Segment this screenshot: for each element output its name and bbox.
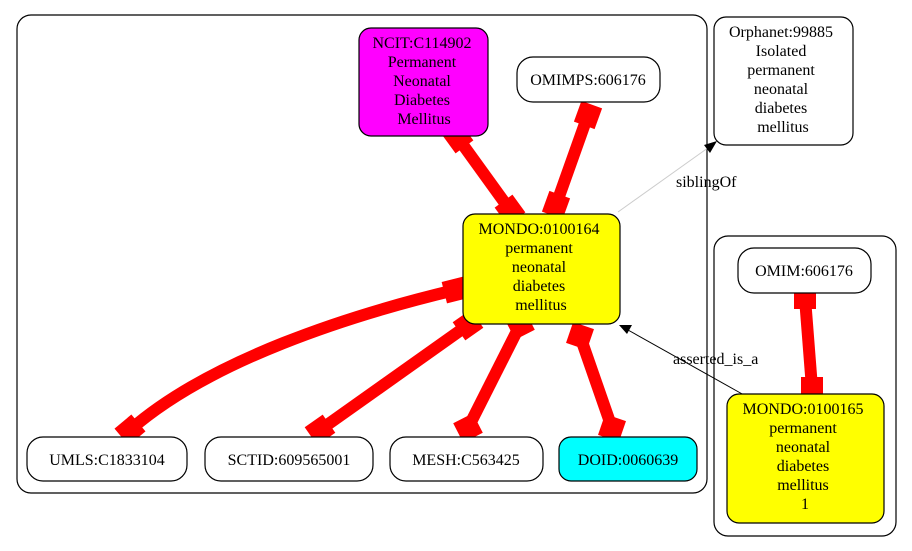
node-orphanet[interactable]: Orphanet:99885 Isolated permanent neonat…: [713, 16, 854, 146]
asserted-is-a-edge: [619, 325, 745, 396]
svg-text:OMIMPS:606176: OMIMPS:606176: [530, 72, 646, 89]
node-omim[interactable]: OMIM:606176: [737, 247, 872, 294]
node-omimps[interactable]: OMIMPS:606176: [516, 56, 661, 103]
sibling-of-label: siblingOf: [676, 174, 737, 191]
node-mondo-child[interactable]: MONDO:0100165 permanent neonatal diabete…: [726, 393, 885, 524]
main-cluster: [16, 14, 708, 494]
svg-text:NCIT:C114902 Permanent: NCIT:C114902 Permanent Neonatal Diabetes…: [372, 35, 475, 128]
child-cluster: [713, 235, 897, 537]
node-mesh[interactable]: MESH:C563425: [389, 436, 544, 482]
node-mondo-main[interactable]: MONDO:0100164 permanent neonatal diabete…: [462, 213, 621, 325]
svg-text:MESH:C563425: MESH:C563425: [412, 452, 520, 469]
node-sctid[interactable]: SCTID:609565001: [204, 436, 374, 482]
edge-omimps-mondo: [541, 100, 603, 220]
sibling-edge: [617, 141, 717, 213]
svg-text:SCTID:609565001: SCTID:609565001: [228, 452, 351, 469]
asserted-is-a-label: asserted_is_a: [673, 351, 758, 368]
node-doid[interactable]: DOID:0060639: [558, 436, 698, 482]
svg-text:OMIM:606176: OMIM:606176: [755, 263, 853, 280]
node-umls[interactable]: UMLS:C1833104: [26, 436, 188, 482]
svg-text:DOID:0060639: DOID:0060639: [578, 452, 678, 469]
svg-text:UMLS:C1833104: UMLS:C1833104: [49, 452, 165, 469]
node-ncit[interactable]: NCIT:C114902 Permanent Neonatal Diabetes…: [358, 27, 489, 137]
edge-omim-mondo-child: [794, 287, 823, 399]
edge-ncit-mondo: [442, 122, 526, 226]
svg-text:MONDO:0100165 permanent: MONDO:0100165 permanent neonatal diabete…: [743, 401, 868, 513]
svg-text:Orphanet:99885 Isolated: Orphanet:99885 Isolated permanent neonat…: [729, 24, 837, 136]
edge-doid-mondo: [566, 322, 626, 442]
svg-text:MONDO:0100164 permanent: MONDO:0100164 permanent neonatal diabete…: [479, 221, 604, 314]
